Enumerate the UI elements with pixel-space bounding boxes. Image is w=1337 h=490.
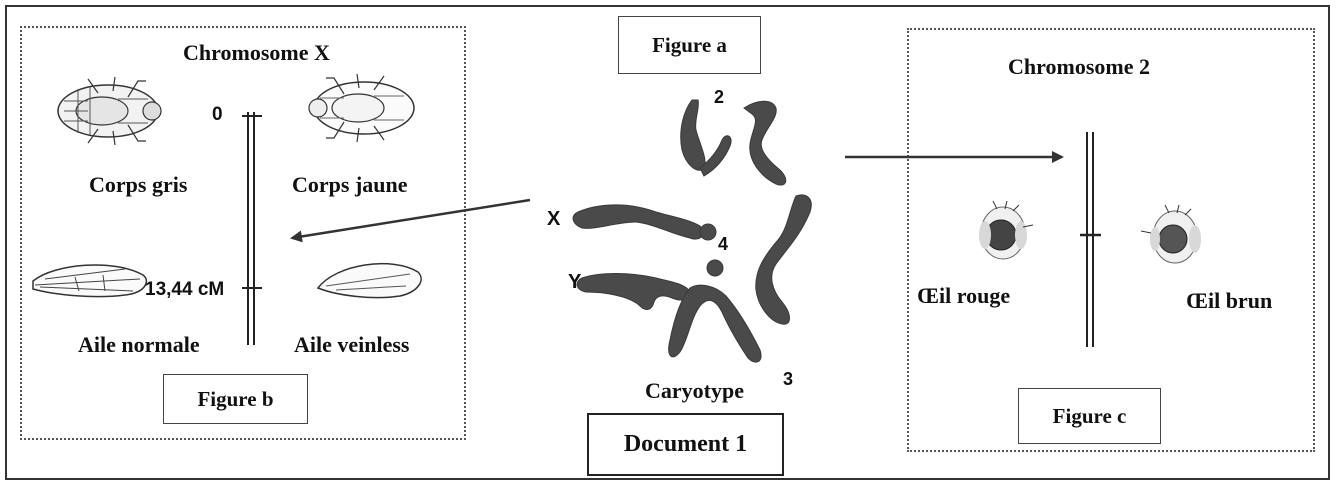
chromosome-2-map <box>1080 132 1101 347</box>
document-frame <box>5 5 1330 480</box>
chromosome-y-label: Y <box>568 271 582 293</box>
chromosome-4 <box>699 223 717 241</box>
figure-c-panel <box>907 28 1315 452</box>
karyotype-caption: Caryotype <box>645 378 744 403</box>
figure-c-title: Chromosome 2 <box>1008 54 1150 79</box>
document-label: Document 1 <box>587 413 784 476</box>
chromosome-4-label: 4 <box>718 234 729 254</box>
fly-icon <box>308 73 415 143</box>
chromosome-x <box>572 204 704 240</box>
eye-icon <box>1140 204 1201 264</box>
chromosome-2-label: 2 <box>714 87 725 107</box>
body-grey-label: Corps gris <box>89 172 188 197</box>
body-yellow-label: Corps jaune <box>292 172 408 197</box>
wing-icon <box>316 262 422 299</box>
eye-brown-label: Œil brun <box>1186 288 1273 313</box>
wing-icon <box>32 264 148 298</box>
wing-normal-label: Aile normale <box>78 332 200 357</box>
eye-icon <box>979 200 1034 260</box>
chromosome-x-map <box>242 112 262 345</box>
chromosome-3 <box>668 284 762 363</box>
chromosome-y <box>576 273 691 310</box>
locus-0-label: 0 <box>212 104 223 125</box>
figure-c-label: Figure c <box>1018 388 1161 444</box>
chromosome-3-label: 3 <box>783 369 794 389</box>
figure-b-title: Chromosome X <box>183 40 330 65</box>
figure-b-label: Figure b <box>163 374 308 424</box>
figure-b-panel <box>20 26 466 440</box>
wing-veinless-label: Aile veinless <box>294 332 410 357</box>
locus-13-label: 13,44 cM <box>145 279 225 300</box>
fly-icon <box>57 76 162 146</box>
arrow-to-figure-b <box>290 198 531 243</box>
eye-red-label: Œil rouge <box>917 283 1011 308</box>
karyotype-chromosomes <box>572 99 812 363</box>
chromosome-2 <box>680 99 706 171</box>
figure-a-label: Figure a <box>618 16 761 74</box>
chromosome-x-label: X <box>547 208 561 230</box>
